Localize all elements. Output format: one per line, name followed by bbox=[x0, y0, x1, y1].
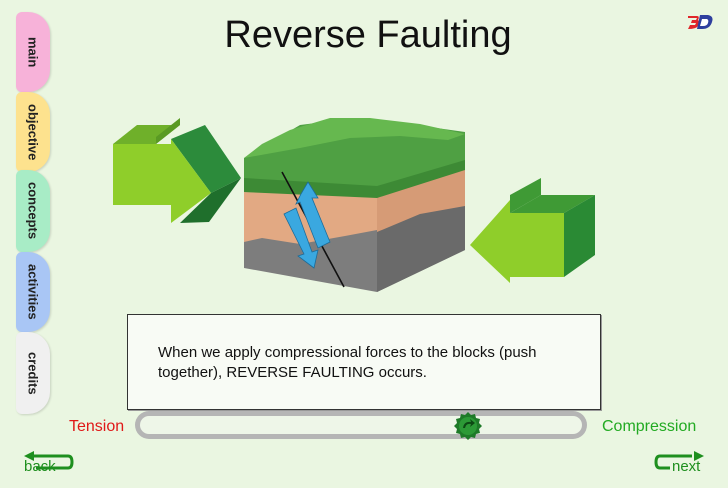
tab-main-label: main bbox=[25, 36, 41, 68]
right-force-arrow-icon bbox=[470, 178, 595, 283]
next-button[interactable]: next bbox=[652, 450, 706, 476]
next-label: next bbox=[672, 458, 701, 475]
description-box: When we apply compressional forces to th… bbox=[127, 314, 601, 410]
back-label: back bbox=[24, 458, 56, 475]
page-title: Reverse Faulting bbox=[224, 14, 512, 56]
3d-logo-icon bbox=[688, 15, 713, 29]
back-arrow-icon bbox=[24, 451, 74, 470]
compression-label: Compression bbox=[602, 418, 697, 435]
tab-concepts[interactable]: concepts bbox=[16, 170, 50, 252]
tab-objective-label: objective bbox=[25, 103, 41, 161]
tab-main[interactable]: main bbox=[16, 12, 50, 92]
fault-illustration bbox=[113, 118, 595, 292]
tab-credits-label: credits bbox=[25, 351, 41, 395]
back-button[interactable]: back bbox=[22, 450, 74, 476]
fault-motion-arrows-icon bbox=[283, 181, 331, 269]
tab-activities-label: activities bbox=[25, 264, 41, 320]
tab-activities[interactable]: activities bbox=[16, 252, 50, 332]
tab-concepts-label: concepts bbox=[25, 182, 41, 240]
tension-label: Tension bbox=[69, 418, 125, 435]
gear-knob-icon[interactable] bbox=[453, 411, 483, 441]
tab-credits[interactable]: credits bbox=[16, 332, 50, 414]
left-force-arrow-icon bbox=[113, 118, 241, 223]
force-slider-track[interactable] bbox=[135, 411, 587, 439]
tab-objective[interactable]: objective bbox=[16, 92, 50, 172]
description-text: When we apply compressional forces to th… bbox=[158, 344, 537, 381]
force-slider-inner bbox=[140, 416, 582, 434]
next-arrow-icon bbox=[654, 451, 704, 470]
